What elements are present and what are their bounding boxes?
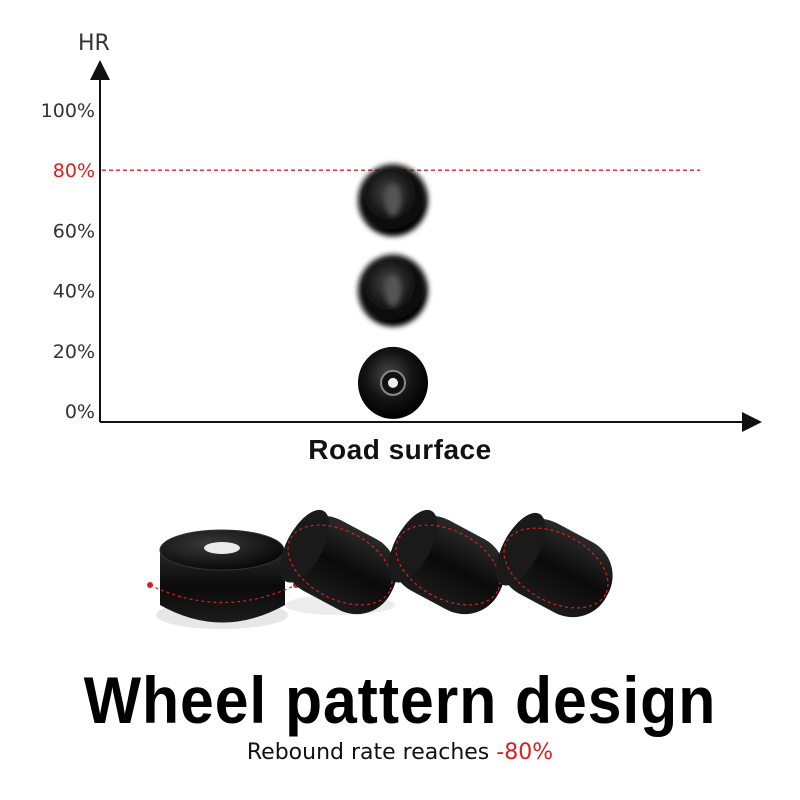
y-tick-label: 20%: [53, 341, 95, 363]
headline: Wheel pattern design: [83, 663, 717, 737]
subline-highlight: -80%: [496, 740, 554, 765]
wheel-4: [496, 512, 613, 618]
wheels-illustration: [147, 509, 613, 629]
y-tick-label: 40%: [53, 281, 95, 303]
chart-point-wheel: [358, 164, 428, 237]
wheel-1: [147, 529, 299, 629]
hr-chart: 0% 20% 40% 60% 80% 100% HR: [41, 31, 762, 432]
y-axis-label: HR: [78, 31, 110, 56]
subline: Rebound rate reaches -80%: [0, 740, 800, 765]
wheel-3: [388, 509, 505, 615]
chart-point-wheel: [358, 254, 428, 327]
x-axis-label: Road surface: [308, 434, 492, 465]
y-tick-label: 100%: [41, 100, 95, 122]
wheel-2: [280, 509, 397, 615]
y-tick-label: 80%: [53, 160, 95, 182]
subline-text: Rebound rate reaches: [246, 740, 497, 765]
chart-point-wheel: [358, 346, 428, 419]
y-tick-label: 0%: [65, 401, 95, 423]
y-tick-label: 60%: [53, 220, 95, 242]
